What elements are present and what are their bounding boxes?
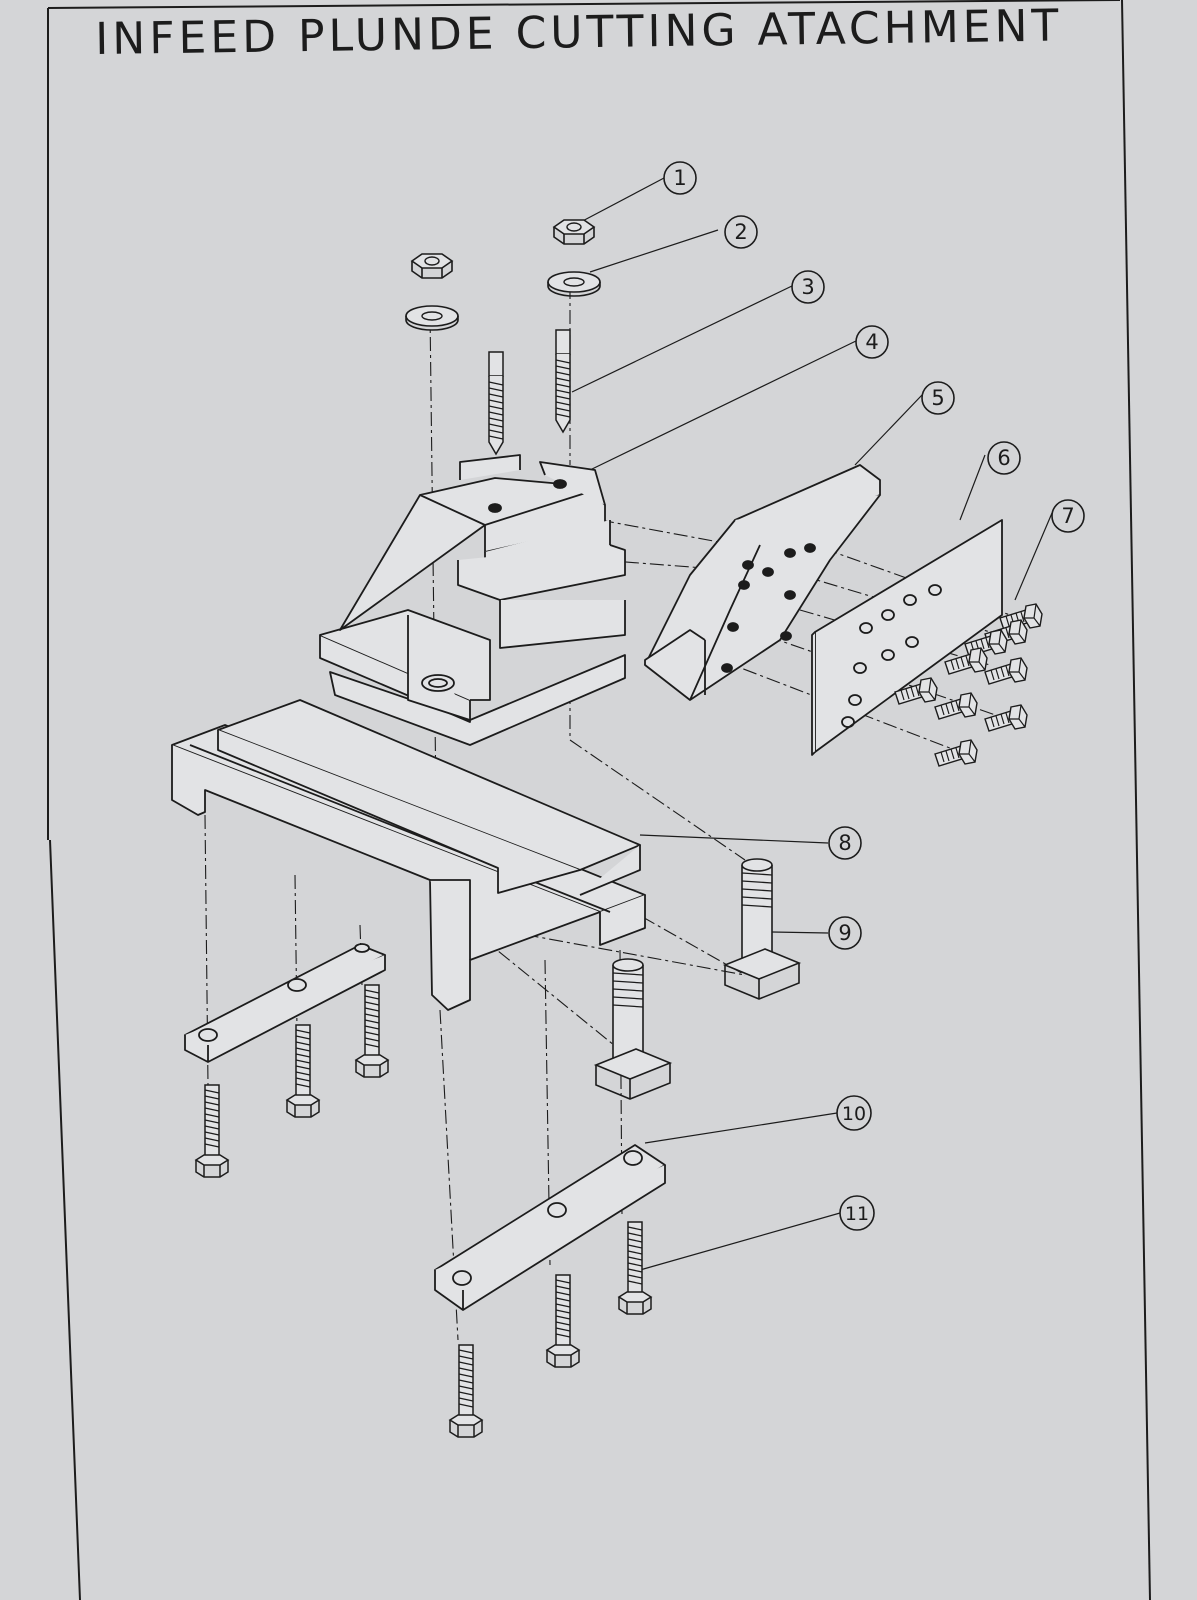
callout-7: 7 [1051, 499, 1085, 533]
callout-label: 8 [838, 831, 851, 855]
callout-label: 4 [865, 330, 878, 354]
upper-slide [217, 699, 641, 896]
callout-4: 4 [855, 325, 889, 359]
callout-label: 11 [845, 1203, 869, 1225]
callout-9: 9 [828, 916, 862, 950]
callouts: 1 2 3 4 5 6 7 8 9 10 11 [663, 161, 1085, 1231]
callout-3: 3 [791, 270, 825, 304]
callout-5: 5 [921, 381, 955, 415]
tool-plate [811, 519, 1003, 756]
callout-label: 6 [997, 446, 1010, 470]
angle-bracket [644, 464, 881, 701]
callout-2: 2 [724, 215, 758, 249]
callout-label: 3 [801, 275, 814, 299]
callout-label: 10 [842, 1103, 866, 1125]
leader-lines [571, 177, 1053, 1271]
callout-8: 8 [828, 826, 862, 860]
callout-11: 11 [839, 1195, 875, 1231]
callout-label: 2 [734, 220, 747, 244]
callout-1: 1 [663, 161, 697, 195]
callout-10: 10 [836, 1095, 872, 1131]
clamp-bars [184, 943, 666, 1311]
top-fasteners [405, 219, 601, 455]
callout-label: 5 [931, 386, 944, 410]
callout-6: 6 [987, 441, 1021, 475]
callout-label: 7 [1061, 504, 1074, 528]
callout-label: 1 [673, 166, 686, 190]
tool-holder-block [319, 454, 626, 746]
callout-label: 9 [838, 921, 851, 945]
